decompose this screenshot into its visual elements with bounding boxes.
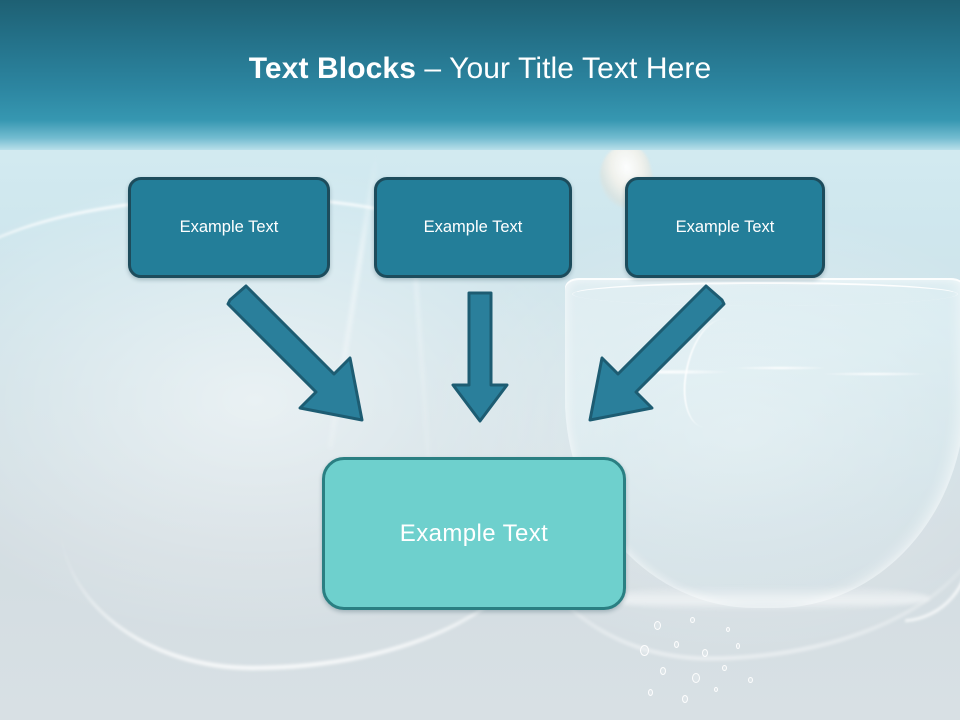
- page-title-separator: –: [416, 52, 450, 85]
- text-block-1-label: Example Text: [179, 218, 279, 236]
- text-block-3[interactable]: Example Text: [625, 177, 825, 278]
- result-text-block[interactable]: Example Text: [322, 457, 626, 610]
- fishbowl-glass: [565, 278, 960, 608]
- arrow-down-right: [226, 284, 364, 422]
- water-droplets: [630, 615, 790, 710]
- water-splash: [640, 360, 940, 386]
- fishbowl-floor: [600, 585, 930, 611]
- text-block-2[interactable]: Example Text: [374, 177, 572, 278]
- page-title-bold: Text Blocks: [248, 52, 416, 85]
- text-block-2-label: Example Text: [423, 218, 523, 236]
- page-title-light: Your Title Text Here: [449, 52, 712, 85]
- fishbowl-rim: [572, 282, 958, 306]
- result-text-block-label: Example Text: [399, 519, 549, 547]
- arrow-down: [451, 291, 509, 423]
- text-block-1[interactable]: Example Text: [128, 177, 330, 278]
- title-band: [0, 0, 960, 150]
- text-block-3-label: Example Text: [675, 218, 775, 236]
- page-title: Text Blocks – Your Title Text Here: [0, 52, 960, 85]
- arrow-down-left: [588, 284, 726, 422]
